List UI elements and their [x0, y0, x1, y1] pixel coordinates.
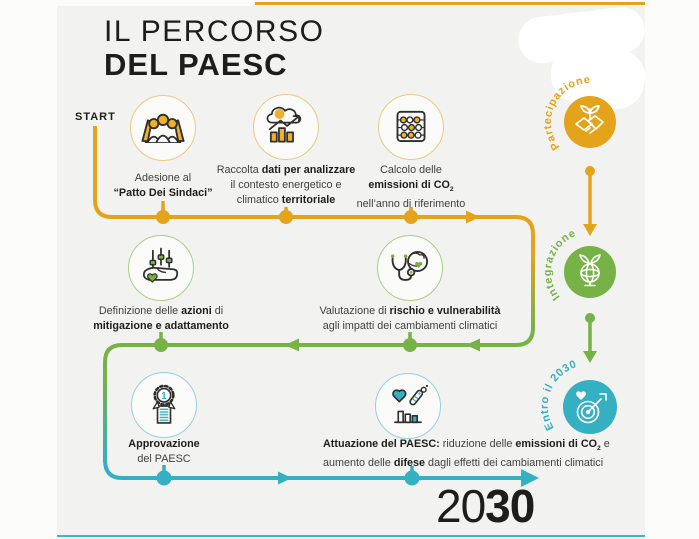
step-circle-calcolo: [378, 94, 444, 160]
milestone-circle: [563, 380, 617, 434]
timeline-arrows: [278, 210, 539, 487]
step-text-line: Valutazione di rischio e vulnerabilità: [319, 305, 501, 317]
step-text-line: aumento delle difese dagli effetti dei c…: [323, 457, 604, 470]
step-text-raccolta: Raccolta dati per analizzare il contesto…: [186, 163, 386, 208]
step-text-line: nell’anno di riferimento: [356, 198, 466, 211]
timeline-node-dots: [154, 210, 420, 486]
step-text-attuazione: Attuazione del PAESC: riduzione delle em…: [323, 437, 610, 471]
step-text-line: Adesione al: [134, 172, 192, 184]
step-text-line: Definizione delle azioni di: [98, 305, 224, 317]
step-text-calcolo: Calcolo delle emissioni di CO2 nell’anno…: [311, 163, 511, 212]
sliders-hand-icon: [142, 247, 179, 283]
step-text-line: il contesto energetico e: [230, 179, 342, 191]
globe-plant-icon: [579, 254, 601, 287]
step-text-line: Attuazione del PAESC: riduzione delle em…: [323, 438, 610, 453]
step-text-line: climatico territoriale: [236, 194, 336, 206]
step-text-line: del PAESC: [137, 453, 191, 465]
milestone-connectors: [583, 166, 597, 363]
step-text-line: Raccolta dati per analizzare: [216, 164, 356, 176]
abacus-icon: [396, 110, 426, 143]
milestone-integrazione: Integrazione: [542, 227, 616, 302]
climate-data-icon: [266, 106, 302, 143]
step-circle-raccolta: [253, 94, 319, 160]
step-circle-adesione: [130, 95, 196, 161]
step-text-line: emissioni di CO2: [368, 179, 454, 194]
stethoscope-globe-icon: [390, 251, 429, 281]
step-text-line: Calcolo delle: [380, 164, 442, 176]
step-text-line: mitigazione e adattamento: [93, 320, 229, 332]
year-prefix: 20: [436, 480, 486, 532]
svg-text:1: 1: [161, 391, 167, 402]
step-text-line: agli impatti dei cambiamenti climatici: [322, 320, 498, 332]
step-text-line: Approvazione: [128, 438, 200, 450]
people-signing-icon: [141, 113, 185, 144]
year-2030: 2030: [436, 480, 535, 532]
title-line-1: IL PERCORSO: [104, 15, 325, 48]
milestone-partecipazione: Partecipazione: [542, 74, 616, 152]
timeline-path: [93, 126, 535, 480]
page-title: IL PERCORSO DEL PAESC: [104, 15, 325, 83]
step-text-valutazione: Valutazione di rischio e vulnerabilità a…: [310, 304, 510, 334]
handshake-plant-icon: [575, 105, 604, 134]
step-text-adesione: Adesione al “Patto Dei Sindaci”: [63, 171, 263, 201]
step-text-approvazione: Approvazione del PAESC: [64, 437, 264, 467]
step-text-line: “Patto Dei Sindaci”: [113, 187, 213, 199]
step-text-definizione: Definizione delle azioni di mitigazione …: [61, 304, 261, 334]
implementation-icon: [392, 384, 429, 424]
step-circle-attuazione: [375, 373, 441, 439]
step-circle-definizione: [128, 235, 194, 301]
milestone-entro-2030: Entro il 2030: [539, 358, 617, 434]
step-circle-valutazione: [377, 235, 443, 301]
top-gold-strip: [255, 2, 645, 5]
milestone-circle: [564, 246, 616, 298]
title-line-2: DEL PAESC: [104, 47, 288, 83]
year-suffix: 30: [485, 480, 535, 532]
timeline-stubs: [159, 201, 414, 472]
target-heart-icon: [575, 391, 607, 424]
award-document-icon: 1: [152, 384, 176, 424]
start-label: START: [75, 111, 116, 123]
step-circle-approvazione: 1: [131, 372, 197, 438]
